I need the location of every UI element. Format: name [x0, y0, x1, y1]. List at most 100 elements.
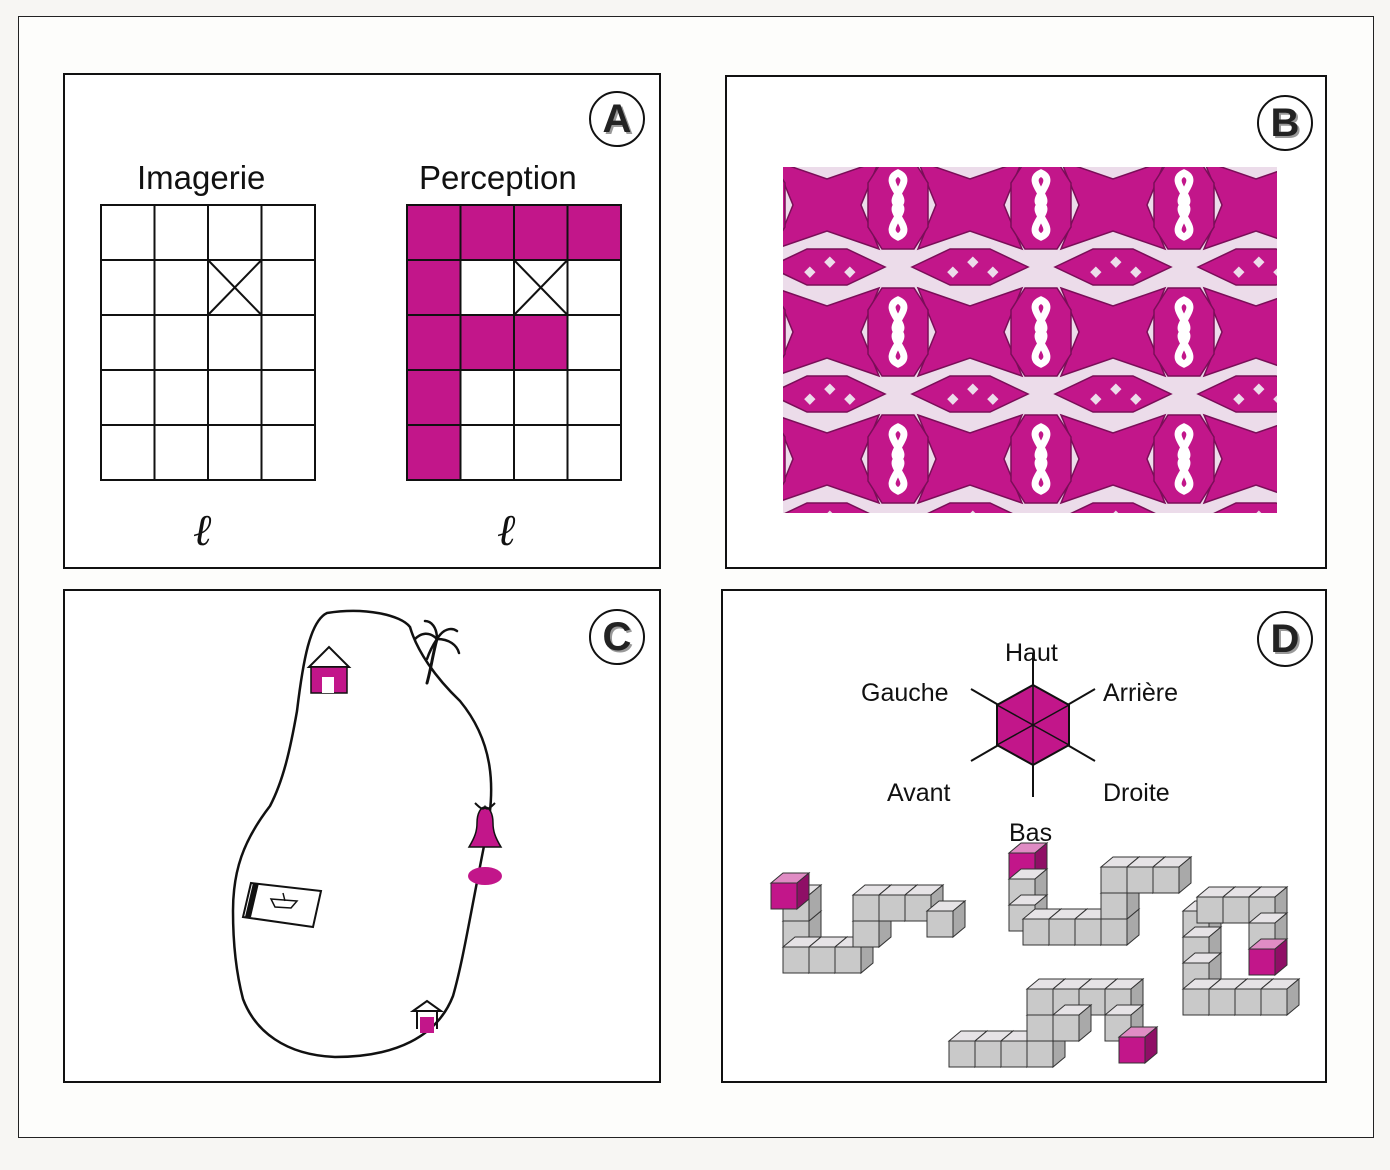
- grid-cell: [207, 204, 263, 261]
- mosaic-octagon: [1297, 161, 1329, 249]
- mosaic-ring: [749, 77, 761, 110]
- mosaic-eye: [910, 248, 1030, 286]
- badge-a: A: [589, 91, 645, 147]
- grid-cell-filled: [406, 369, 462, 426]
- mosaic-dot: [1253, 383, 1265, 395]
- mosaic-eye: [1053, 375, 1173, 413]
- mosaic-star: [918, 77, 1022, 122]
- mosaic-ring: [1174, 423, 1194, 495]
- panel-d: Haut Gauche Arrière Avant Droite Bas D: [721, 589, 1327, 1083]
- mosaic-star: [1202, 167, 1277, 251]
- panel-b: B: [725, 75, 1327, 569]
- grid-cell: [153, 424, 209, 481]
- mosaic-octagon: [783, 178, 786, 232]
- mosaic-star: [783, 413, 881, 505]
- mosaic-eye: [1070, 502, 1156, 513]
- island-outline: [231, 609, 493, 1059]
- mosaic-ring: [749, 173, 761, 237]
- mosaic-ring: [1174, 169, 1194, 241]
- mosaic-eye: [927, 502, 1013, 513]
- mosaic-star: [783, 167, 881, 251]
- mosaic-ring: [1321, 300, 1329, 364]
- mosaic-star: [727, 77, 736, 122]
- mosaic-octagon: [1154, 542, 1214, 571]
- panel-a-grids: [100, 204, 622, 481]
- mosaic-eye: [769, 122, 885, 158]
- bell-icon: [467, 802, 503, 885]
- perception-title: Perception: [419, 159, 577, 196]
- grid-cell: [100, 369, 156, 426]
- island-map: [231, 609, 503, 1059]
- grid-cell: [260, 314, 316, 371]
- grid-cell: [459, 369, 515, 426]
- perception-script-glyph: ℓ: [497, 505, 516, 556]
- mosaic-star: [775, 77, 879, 122]
- mosaic-star: [916, 286, 1024, 378]
- grid-cell-filled: [513, 314, 569, 371]
- mosaic-ring: [1321, 427, 1329, 491]
- grid-cell-filled: [406, 204, 462, 261]
- mosaic-star: [1061, 542, 1165, 571]
- mosaic-octagon: [1011, 542, 1071, 571]
- mosaic-octagon: [783, 432, 786, 486]
- mosaic-dot: [1233, 393, 1245, 405]
- imagery-title: Imagerie: [137, 159, 266, 196]
- mosaic-eye: [727, 503, 742, 539]
- grid-cell: [207, 369, 263, 426]
- mosaic-dot: [1273, 521, 1284, 532]
- mosaic-eye: [912, 122, 1028, 158]
- grid-cell: [566, 314, 622, 371]
- cube-block: [925, 899, 967, 939]
- grid-cell: [260, 369, 316, 426]
- mosaic-star: [727, 415, 736, 503]
- figure-frame: Imagerie Perception ℓ ℓ A B: [18, 16, 1374, 1138]
- mosaic-star: [1204, 542, 1308, 571]
- grid-cell: [459, 424, 515, 481]
- grid-cell: [260, 204, 316, 261]
- mosaic-dot: [804, 521, 815, 532]
- grid-cell-filled: [406, 314, 462, 371]
- mosaic-octagon: [1297, 542, 1329, 571]
- mosaic-dot: [987, 393, 999, 405]
- mosaic-octagon: [727, 542, 785, 571]
- mosaic-dot: [987, 521, 998, 532]
- mosaic-ring: [749, 427, 761, 491]
- cube-block-colored: [1117, 1025, 1159, 1065]
- mosaic-eye: [727, 376, 742, 412]
- cube-block: [1151, 855, 1193, 895]
- mosaic-star: [783, 286, 881, 378]
- boat-icon: [241, 881, 323, 929]
- mosaic-ring: [749, 554, 761, 571]
- cube-block-colored: [769, 871, 811, 911]
- mosaic-ring: [1321, 554, 1329, 571]
- grid-cell: [153, 204, 209, 261]
- direction-lower-left: Avant: [887, 779, 951, 807]
- mosaic-dot: [1130, 521, 1141, 532]
- mosaic-octagon: [1154, 77, 1214, 122]
- mosaic-dot: [1130, 140, 1141, 151]
- mosaic-dot: [1110, 130, 1121, 141]
- mosaic-octagon: [727, 77, 785, 122]
- mosaic-star: [727, 542, 736, 571]
- mosaic-eye: [1213, 502, 1277, 513]
- mosaic-dot: [1273, 393, 1277, 405]
- grid-cell: [153, 369, 209, 426]
- grid-cell-filled: [459, 204, 515, 261]
- imagery-grid: [100, 204, 316, 481]
- grid-cell: [153, 314, 209, 371]
- mosaic-dot: [844, 521, 855, 532]
- mosaic-dot: [1233, 521, 1244, 532]
- mosaic-eye: [784, 502, 870, 513]
- direction-bottom: Bas: [1009, 819, 1053, 847]
- mosaic-ring: [749, 300, 761, 364]
- mosaic-star: [1059, 167, 1167, 251]
- mosaic-star: [775, 542, 879, 571]
- mosaic-star: [1059, 413, 1167, 505]
- cube-block: [1259, 977, 1301, 1017]
- mosaic-octagon: [783, 305, 786, 359]
- direction-upper-left: Gauche: [861, 679, 949, 707]
- grid-cell: [100, 314, 156, 371]
- well-icon: [409, 999, 445, 1033]
- marked-cell-cross: [207, 259, 263, 316]
- mosaic-ring: [1031, 296, 1051, 368]
